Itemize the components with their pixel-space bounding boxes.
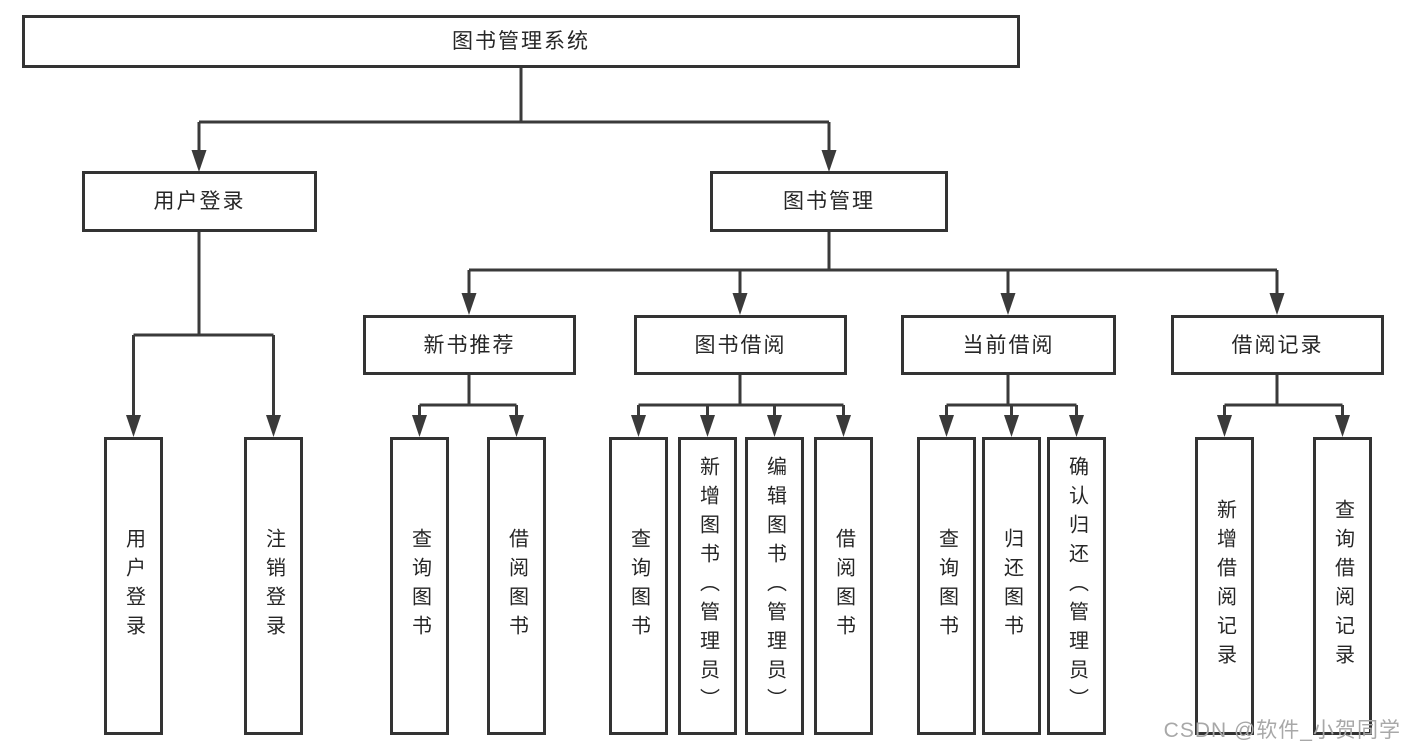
leaf-label: 新增借阅记录 xyxy=(1213,499,1236,673)
node-book-management: 图书管理 xyxy=(710,171,948,232)
leaf-edit-books-admin: 编辑图书（管理员） xyxy=(745,437,804,735)
leaf-borrow-books-recommend: 借阅图书 xyxy=(487,437,546,735)
node-new-book-recommendation: 新书推荐 xyxy=(363,315,576,375)
node-label: 新书推荐 xyxy=(423,333,516,357)
leaf-label: 归还图书 xyxy=(1000,528,1023,644)
arrowheads xyxy=(126,150,1350,437)
leaf-borrow-books-borrowing: 借阅图书 xyxy=(814,437,873,735)
leaf-add-books-admin: 新增图书（管理员） xyxy=(678,437,737,735)
leaf-label: 确认归还（管理员） xyxy=(1065,455,1088,717)
node-library-management-system: 图书管理系统 xyxy=(22,15,1020,68)
node-label: 当前借阅 xyxy=(962,333,1055,357)
leaf-label: 查询借阅记录 xyxy=(1331,499,1354,673)
leaf-label: 查询图书 xyxy=(408,528,431,644)
node-label: 图书借阅 xyxy=(694,333,787,357)
leaf-query-borrow-record: 查询借阅记录 xyxy=(1313,437,1372,735)
leaf-label: 用户登录 xyxy=(122,528,145,644)
node-label: 图书管理系统 xyxy=(452,30,590,53)
leaf-label: 新增图书（管理员） xyxy=(696,455,719,717)
leaf-query-books-recommend: 查询图书 xyxy=(390,437,449,735)
node-label: 用户登录 xyxy=(153,190,246,213)
leaf-user-login: 用户登录 xyxy=(104,437,163,735)
node-user-login: 用户登录 xyxy=(82,171,317,232)
node-label: 借阅记录 xyxy=(1231,333,1324,357)
leaf-label: 查询图书 xyxy=(627,528,650,644)
leaf-return-books: 归还图书 xyxy=(982,437,1041,735)
leaf-add-borrow-record: 新增借阅记录 xyxy=(1195,437,1254,735)
leaf-label: 编辑图书（管理员） xyxy=(763,455,786,717)
watermark-text: CSDN @软件_小贺同学 xyxy=(1163,719,1401,742)
node-borrowing-records: 借阅记录 xyxy=(1171,315,1384,375)
node-book-borrowing: 图书借阅 xyxy=(634,315,847,375)
leaf-query-books-borrowing: 查询图书 xyxy=(609,437,668,735)
leaf-label: 查询图书 xyxy=(935,528,958,644)
node-label: 图书管理 xyxy=(783,190,875,213)
leaf-logout: 注销登录 xyxy=(244,437,303,735)
leaf-label: 注销登录 xyxy=(262,528,285,644)
node-current-borrowing: 当前借阅 xyxy=(901,315,1116,375)
leaf-label: 借阅图书 xyxy=(505,528,528,644)
leaf-confirm-return-admin: 确认归还（管理员） xyxy=(1047,437,1106,735)
leaf-label: 借阅图书 xyxy=(832,528,855,644)
leaf-query-books-current: 查询图书 xyxy=(917,437,976,735)
